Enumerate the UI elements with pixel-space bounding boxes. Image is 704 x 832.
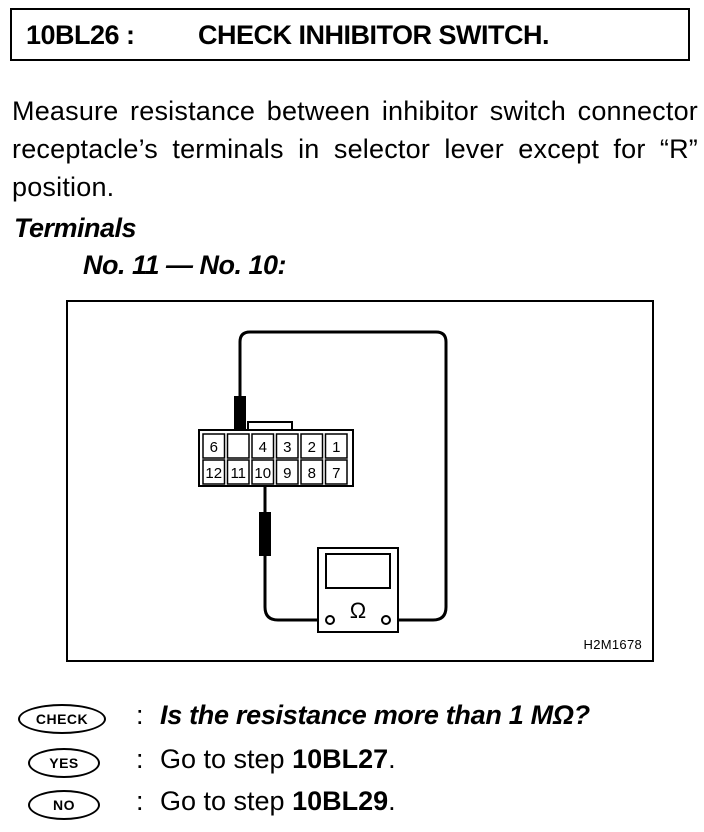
connector-top-terminal-label: 6 xyxy=(210,439,218,456)
connector-bottom-cell xyxy=(300,459,324,485)
terminals-value: No. 11 — No. 10: xyxy=(83,250,287,280)
probe-upper xyxy=(234,396,246,438)
connector-top-terminal-label: 1 xyxy=(332,439,340,456)
connector-top-cell xyxy=(251,433,275,459)
connector-bottom-terminal-label: 11 xyxy=(230,465,246,482)
connector-bottom-terminal-label: 8 xyxy=(308,465,316,482)
connector-bottom-cell xyxy=(324,459,348,485)
probe-wire-left xyxy=(263,472,322,622)
connector-bottom-terminal-label: 12 xyxy=(205,465,222,482)
terminals-label: Terminals xyxy=(14,213,137,243)
check-badge: CHECK xyxy=(18,704,106,734)
step-number: 10BL26 : xyxy=(26,20,135,50)
instruction-text: Measure resistance between inhibitor swi… xyxy=(12,96,698,202)
connector-bottom-terminal-label: 7 xyxy=(332,465,340,482)
no-text: Go to step xyxy=(160,786,293,816)
probe-lower xyxy=(259,512,271,556)
connector-bottom-terminal-label: 9 xyxy=(283,465,291,482)
yes-badge: YES xyxy=(28,748,100,778)
no-action: Go to step 10BL29. xyxy=(160,786,396,817)
yes-action: Go to step 10BL27. xyxy=(160,744,396,775)
yes-colon: : xyxy=(136,744,144,774)
probe-wire-right xyxy=(238,330,448,622)
connector-top-cell xyxy=(300,433,324,459)
connector-bottom-cell xyxy=(251,459,275,485)
connector-top-cell xyxy=(202,433,226,459)
no-badge: NO xyxy=(28,790,100,820)
check-question: Is the resistance more than 1 MΩ? xyxy=(160,700,590,730)
connector-bottom-cell xyxy=(275,459,299,485)
yes-step-link[interactable]: 10BL27 xyxy=(292,744,389,774)
connector-top-cell xyxy=(275,433,299,459)
figure-id: H2M1678 xyxy=(583,637,642,652)
yes-text: Go to step xyxy=(160,744,293,774)
ohm-symbol: Ω xyxy=(350,598,366,623)
connector-bottom-cell xyxy=(202,459,226,485)
step-title: CHECK INHIBITOR SWITCH. xyxy=(198,20,550,50)
no-colon: : xyxy=(136,786,144,816)
no-end: . xyxy=(388,786,396,816)
connector-top-terminal-label: 2 xyxy=(308,439,316,456)
meter-terminal-right xyxy=(381,615,391,625)
no-step-link[interactable]: 10BL29 xyxy=(292,786,389,816)
connector-bottom-terminal-label: 10 xyxy=(254,465,271,482)
ohmmeter: Ω xyxy=(317,547,399,633)
connector-bottom-cell xyxy=(226,459,250,485)
connector-top-cell xyxy=(226,433,250,459)
check-colon: : xyxy=(136,700,144,730)
yes-end: . xyxy=(388,744,396,774)
meter-terminal-left xyxy=(325,615,335,625)
connector-top-cell xyxy=(324,433,348,459)
step-header-box: 10BL26 : CHECK INHIBITOR SWITCH. xyxy=(10,8,690,61)
connector-top-terminal-label: 3 xyxy=(283,439,291,456)
connector-top-terminal-label: 4 xyxy=(259,439,267,456)
